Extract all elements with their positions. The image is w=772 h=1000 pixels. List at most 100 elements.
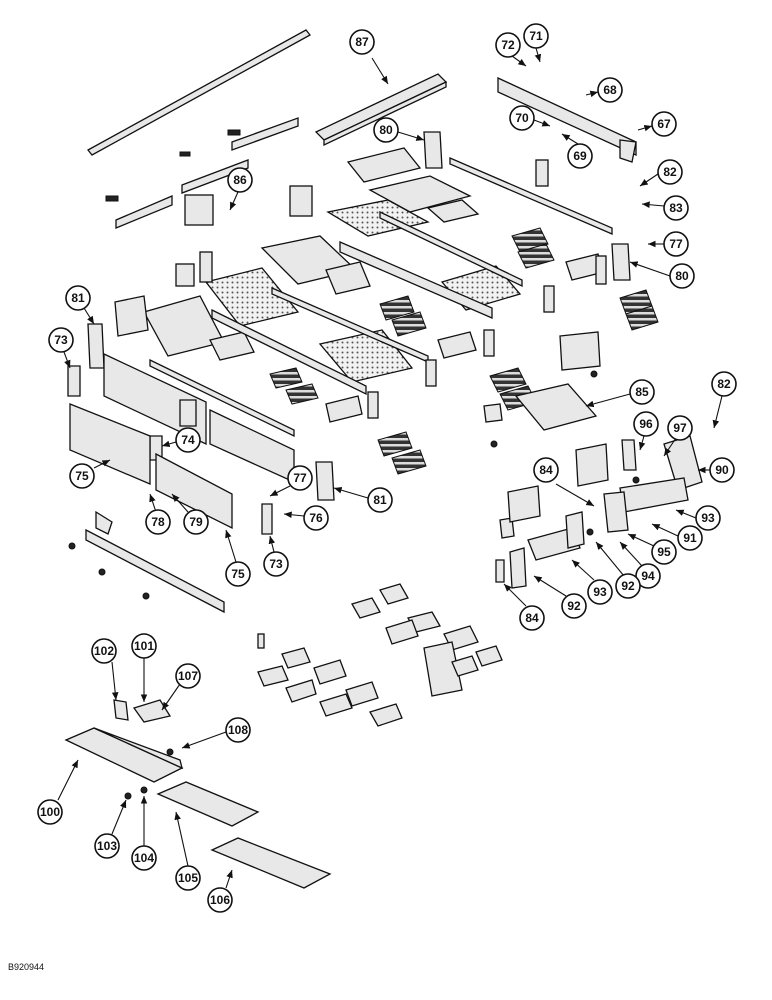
callouts: 87 72 71 68 67 70 69 80 82 83 86 77 80 8… (37, 23, 737, 913)
callout-84: 84 (503, 583, 545, 631)
callout-75: 75 (225, 529, 251, 587)
svg-text:102: 102 (94, 644, 114, 658)
svg-text:73: 73 (269, 557, 283, 571)
callout-79: 79 (171, 493, 209, 535)
svg-text:107: 107 (178, 669, 198, 683)
callout-73: 73 (48, 327, 74, 369)
step-grates (269, 227, 659, 475)
svg-text:104: 104 (134, 851, 154, 865)
svg-text:82: 82 (717, 377, 731, 391)
svg-text:108: 108 (228, 723, 248, 737)
callout-104: 104 (131, 796, 157, 871)
svg-text:97: 97 (673, 421, 687, 435)
svg-text:84: 84 (539, 463, 553, 477)
svg-text:69: 69 (573, 149, 587, 163)
callout-102: 102 (91, 638, 119, 701)
svg-text:105: 105 (178, 871, 198, 885)
svg-text:68: 68 (603, 83, 617, 97)
callout-92: 92 (595, 541, 641, 599)
lower-left-rail (68, 510, 225, 614)
callout-105: 105 (174, 811, 201, 891)
callout-85: 85 (585, 379, 655, 408)
svg-text:74: 74 (181, 433, 195, 447)
callout-95: 95 (627, 533, 677, 565)
rail-67 (497, 76, 637, 163)
callout-106: 106 (207, 869, 233, 913)
rail-87 (314, 73, 448, 147)
upper-left-hardware (105, 117, 299, 229)
side-panels (69, 352, 295, 530)
svg-text:87: 87 (355, 35, 369, 49)
svg-text:81: 81 (373, 493, 387, 507)
svg-text:80: 80 (379, 123, 393, 137)
callout-83: 83 (641, 195, 689, 221)
svg-text:103: 103 (97, 839, 117, 853)
long-rail-strip (87, 29, 311, 156)
callout-72: 72 (495, 32, 527, 67)
callout-71: 71 (523, 23, 549, 63)
callout-81: 81 (65, 285, 95, 325)
svg-text:82: 82 (663, 165, 677, 179)
callout-97: 97 (663, 415, 693, 457)
svg-text:106: 106 (210, 893, 230, 907)
callout-77: 77 (648, 231, 689, 257)
callout-74: 74 (161, 427, 201, 453)
callout-100: 100 (37, 759, 79, 825)
callout-103: 103 (94, 799, 127, 859)
callout-87: 87 (349, 29, 389, 85)
svg-text:77: 77 (669, 237, 683, 251)
callout-81: 81 (333, 487, 393, 513)
svg-text:84: 84 (525, 611, 539, 625)
callout-82: 82 (711, 371, 737, 429)
lower-small-parts (257, 583, 503, 727)
callout-68: 68 (585, 77, 623, 103)
svg-text:86: 86 (233, 173, 247, 187)
svg-text:93: 93 (593, 585, 607, 599)
callout-70: 70 (509, 105, 551, 131)
svg-text:67: 67 (657, 117, 671, 131)
callout-77: 77 (269, 465, 313, 497)
svg-text:100: 100 (40, 805, 60, 819)
svg-text:93: 93 (701, 511, 715, 525)
callout-75: 75 (69, 459, 111, 489)
svg-text:71: 71 (529, 29, 543, 43)
svg-text:92: 92 (621, 579, 635, 593)
svg-text:83: 83 (669, 201, 683, 215)
svg-text:101: 101 (134, 639, 154, 653)
callout-93: 93 (571, 559, 613, 605)
callout-107: 107 (161, 663, 201, 711)
assembly-85 (483, 331, 601, 448)
svg-text:91: 91 (683, 531, 697, 545)
svg-text:81: 81 (71, 291, 85, 305)
svg-text:72: 72 (501, 38, 515, 52)
svg-text:79: 79 (189, 515, 203, 529)
callout-96: 96 (633, 411, 659, 451)
figure-code: B920944 (8, 962, 45, 972)
callout-80: 80 (629, 261, 695, 289)
callout-69: 69 (561, 133, 593, 169)
callout-82: 82 (639, 159, 683, 187)
callout-67: 67 (637, 111, 677, 137)
diagonal-bars (149, 157, 613, 438)
svg-text:85: 85 (635, 385, 649, 399)
svg-text:92: 92 (567, 599, 581, 613)
callout-73: 73 (263, 535, 289, 577)
callout-93: 93 (675, 505, 721, 531)
shields (64, 699, 332, 889)
callout-90: 90 (698, 457, 735, 483)
svg-text:75: 75 (75, 469, 89, 483)
callout-91: 91 (651, 523, 703, 551)
svg-text:78: 78 (151, 515, 165, 529)
svg-text:73: 73 (54, 333, 68, 347)
callout-108: 108 (181, 717, 251, 749)
svg-text:90: 90 (715, 463, 729, 477)
callout-78: 78 (145, 493, 171, 535)
svg-text:96: 96 (639, 417, 653, 431)
callout-86: 86 (227, 167, 253, 211)
callout-76: 76 (283, 505, 329, 531)
svg-text:75: 75 (231, 567, 245, 581)
svg-text:95: 95 (657, 545, 671, 559)
svg-text:77: 77 (293, 471, 307, 485)
callout-94: 94 (619, 541, 661, 589)
